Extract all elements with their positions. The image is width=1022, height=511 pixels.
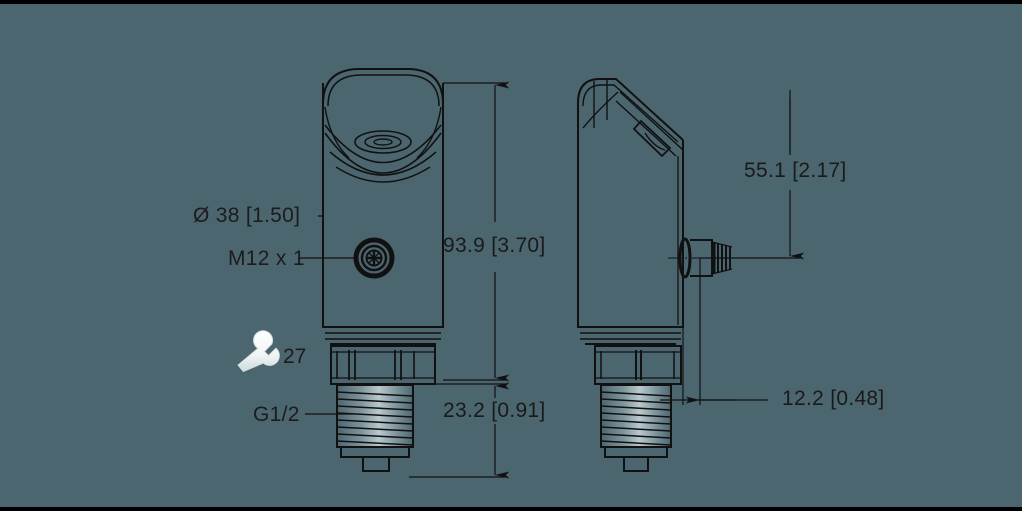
- label-g12: G1/2: [253, 403, 300, 426]
- label-diameter: Ø 38 [1.50]: [193, 204, 301, 227]
- dimension-label-total-height: 93.9 [3.70]: [443, 234, 546, 257]
- front-hex-nut: [330, 345, 436, 385]
- label-m12-thread: M12 x 1: [228, 247, 305, 270]
- front-m12-connector: [353, 237, 395, 279]
- front-thread-g12: [336, 384, 414, 472]
- dimension-connector-offset: [660, 258, 768, 405]
- dimension-label-thread-length: 23.2 [0.91]: [443, 399, 546, 422]
- side-view-geometry: [577, 78, 684, 345]
- top-letterbox-bar: [0, 0, 1022, 4]
- wrench-size-value: 27: [283, 345, 307, 368]
- dimension-label-connector-offset: 12.2 [0.48]: [782, 387, 885, 410]
- leader-lines: [298, 215, 356, 415]
- dimension-label-connector-height: 55.1 [2.17]: [744, 159, 847, 182]
- dimension-total-height: [443, 81, 510, 382]
- dimension-thread-length: [409, 382, 510, 479]
- dimension-connector-height: [700, 90, 805, 260]
- side-thread-g12: [600, 384, 672, 472]
- wrench-icon: [237, 330, 280, 373]
- bottom-letterbox-bar: [0, 507, 1022, 511]
- wrench-size-group: 27: [283, 346, 306, 367]
- front-view-geometry: [322, 68, 444, 345]
- side-hex-nut: [594, 345, 682, 385]
